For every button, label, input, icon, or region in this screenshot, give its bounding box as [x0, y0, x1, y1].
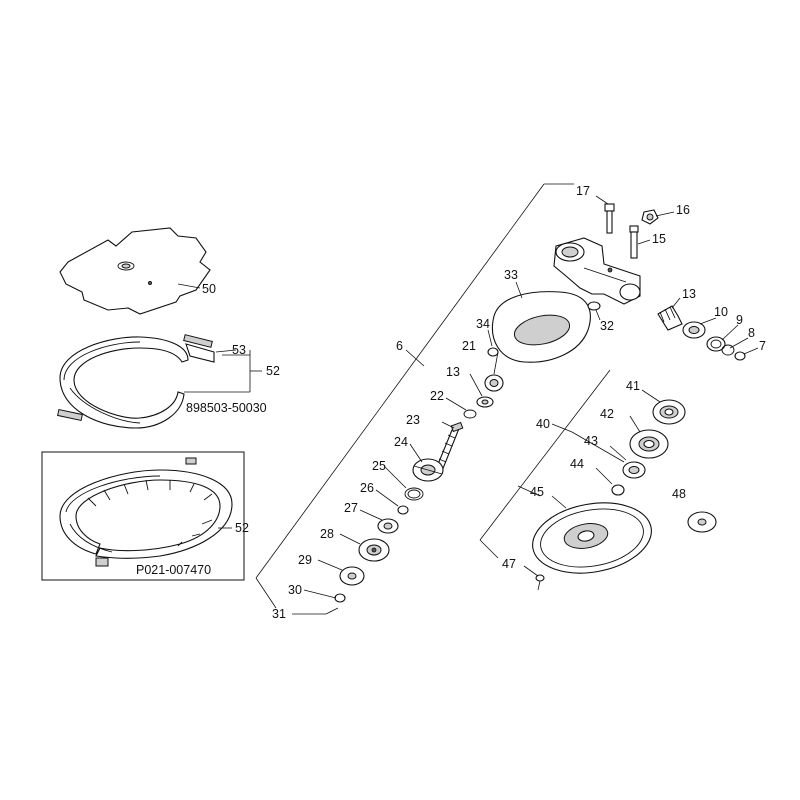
disc-45 [532, 502, 652, 574]
ring-25 [404, 487, 424, 501]
callout-34: 34 [476, 317, 490, 331]
callout-25: 25 [372, 459, 386, 473]
pinion-gear-13 [657, 305, 683, 331]
collar-26 [397, 505, 409, 515]
callout-52-lower: 52 [235, 521, 249, 535]
screw-47 [535, 574, 545, 591]
part-code-guard-kit: 898503-50030 [186, 401, 267, 415]
callout-50: 50 [202, 282, 216, 296]
callout-7: 7 [759, 339, 766, 353]
callout-40: 40 [536, 417, 550, 431]
callout-43: 43 [584, 434, 598, 448]
guard-kit-box [41, 451, 245, 581]
washer-48 [687, 511, 717, 533]
callout-10: 10 [714, 305, 728, 319]
washer-29 [339, 566, 365, 586]
leader-lines [303, 195, 759, 599]
callout-42: 42 [600, 407, 614, 421]
callout-47: 47 [502, 557, 516, 571]
assembly-lines [255, 183, 611, 615]
part-code-guard-kit-alt: P021-007470 [136, 563, 211, 577]
washer-32 [587, 301, 601, 311]
nut-30 [334, 593, 346, 603]
callout-32: 32 [600, 319, 614, 333]
callout-6: 6 [396, 339, 403, 353]
callout-31: 31 [272, 607, 286, 621]
callout-15: 15 [652, 232, 666, 246]
callout-41: 41 [626, 379, 640, 393]
callout-8: 8 [748, 326, 755, 340]
callout-45: 45 [530, 485, 544, 499]
gear-21 [484, 374, 504, 392]
callout-26: 26 [360, 481, 374, 495]
guard-ring-lower [59, 457, 233, 567]
cover-33 [492, 291, 591, 363]
ring-22 [463, 409, 477, 419]
bolt-17 [604, 203, 615, 234]
guard-ring-upper [57, 334, 262, 429]
callout-23: 23 [406, 413, 420, 427]
callout-16: 16 [676, 203, 690, 217]
ring-9 [706, 336, 726, 352]
gear-24 [412, 458, 444, 482]
bearing-43 [622, 461, 646, 479]
holder-42 [629, 429, 669, 459]
callout-labels: 17 16 15 33 13 10 9 8 7 32 34 6 21 13 41… [136, 184, 766, 621]
bearing-27 [377, 518, 399, 534]
callout-48: 48 [672, 487, 686, 501]
callout-33: 33 [504, 268, 518, 282]
bearing-10 [682, 321, 706, 339]
washer-41 [652, 399, 686, 425]
callout-28: 28 [320, 527, 334, 541]
callout-9: 9 [736, 313, 743, 327]
bearing-13 [476, 396, 494, 408]
blade-50 [59, 227, 211, 315]
callout-53: 53 [232, 343, 246, 357]
gear-case [553, 237, 641, 305]
bolt-15 [629, 225, 639, 259]
holder-28 [358, 538, 390, 562]
collar-44 [611, 484, 625, 496]
callout-21: 21 [462, 339, 476, 353]
callout-27: 27 [344, 501, 358, 515]
pin-31 [325, 607, 339, 615]
callout-29: 29 [298, 553, 312, 567]
nut-16 [641, 209, 659, 225]
callout-52-upper: 52 [266, 364, 280, 378]
callout-30: 30 [288, 583, 302, 597]
callout-13-pinion: 13 [682, 287, 696, 301]
callout-44: 44 [570, 457, 584, 471]
callout-22: 22 [430, 389, 444, 403]
clip-7 [734, 351, 746, 361]
callout-17: 17 [576, 184, 590, 198]
screw-34 [487, 347, 499, 357]
clip-8 [721, 344, 735, 356]
callout-24: 24 [394, 435, 408, 449]
callout-13-bearing: 13 [446, 365, 460, 379]
